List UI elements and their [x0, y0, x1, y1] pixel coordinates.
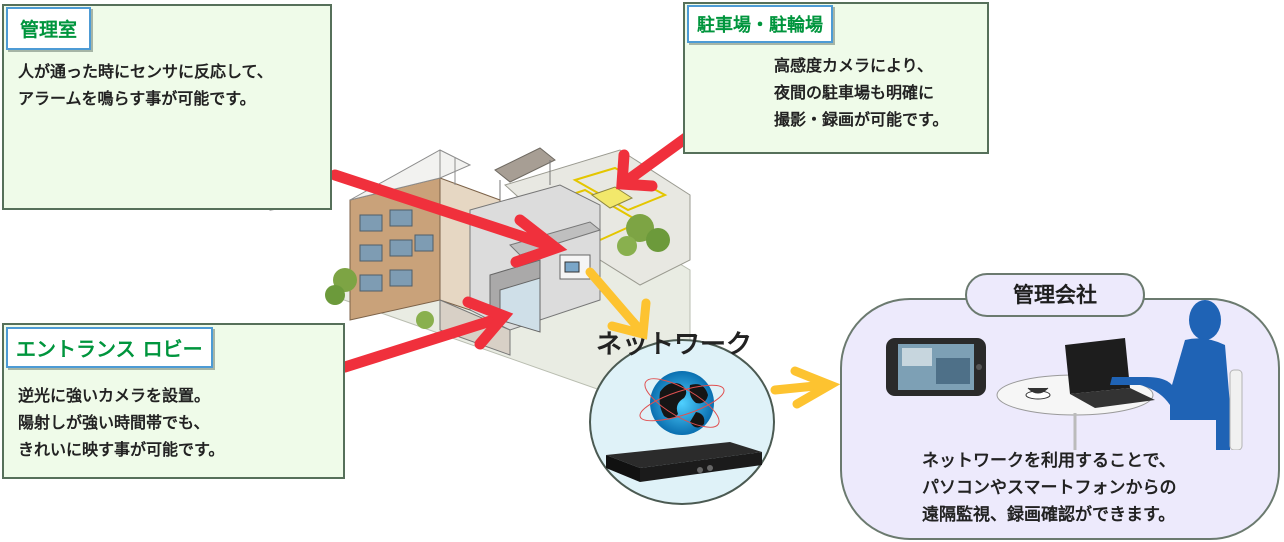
- parking-title: 駐車場・駐輪場: [687, 5, 833, 43]
- network-label: ネットワーク: [596, 330, 753, 360]
- globe-icon: [639, 371, 725, 435]
- arrow-parking-head: [616, 149, 658, 192]
- laptop-icon: [1065, 338, 1155, 408]
- yellow-arrows: [585, 267, 841, 409]
- arrow-management-head: [510, 214, 568, 268]
- arrow-network-to-company: [770, 380, 830, 395]
- arrow-entrance-to-lobby: [339, 312, 506, 373]
- entrance-desc: 逆光に強いカメラを設置。 陽射しが強い時間帯でも、 きれいに映す事が可能です。: [18, 386, 225, 459]
- arrow-management-to-building: [329, 169, 554, 251]
- network-circle: [589, 339, 775, 505]
- smartphone-icon: [886, 338, 986, 396]
- arrow-network-company-head: [790, 366, 841, 409]
- person-icon: [1110, 300, 1243, 450]
- arrow-building-network-head: [607, 298, 651, 340]
- company-illustration: [886, 300, 1243, 450]
- company-title: 管理会社: [965, 273, 1145, 317]
- management-room-title: 管理室: [6, 7, 92, 50]
- arrow-parking-to-lot: [622, 129, 696, 186]
- company-desc: ネットワークを利用することで、 パソコンやスマートフォンからの 遠隔監視、録画確…: [922, 451, 1177, 525]
- red-arrows: [329, 129, 696, 373]
- arrow-building-to-network: [585, 267, 645, 335]
- management-room-desc: 人が通った時にセンサに反応して、 アラームを鳴らす事が可能です。: [18, 62, 273, 108]
- recorder-icon: [606, 442, 762, 482]
- parking-desc: 高感度カメラにより、 夜間の駐車場も明確に 撮影・録画が可能です。: [774, 56, 949, 129]
- arrow-entrance-head: [462, 296, 514, 350]
- entrance-title: エントランス ロビー: [6, 327, 213, 368]
